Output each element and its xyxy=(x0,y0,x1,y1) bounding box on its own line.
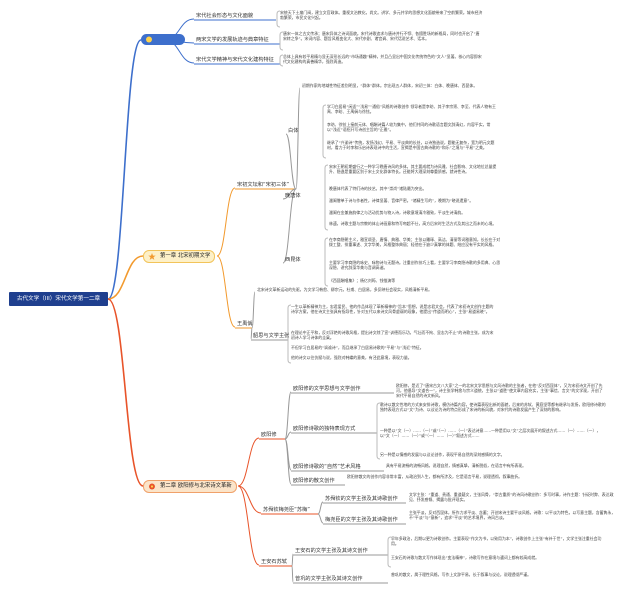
ch2-l2-item-0-text: 文学主张：“重道、贵通、重道疑文，主张风骨，“崇古重质”的诗风诗歌创作：多写时事… xyxy=(409,492,614,503)
ch2-ouyang-label[interactable]: 欧阳修 xyxy=(261,432,277,438)
branch-overview[interactable] xyxy=(141,34,185,45)
b0-item-1-label: 两宋文学的发展轨迹与典章特征 xyxy=(196,37,269,43)
ch2-l1-item-4-label[interactable]: 欧阳修诗歌的“自然”艺术风格 xyxy=(293,464,361,470)
b0-item-2-label: 宋代文学精神与宋代文化建构特征 xyxy=(196,57,274,63)
star-icon xyxy=(148,253,156,260)
ch2-l1-item-2-text: 一种是以“文（一）……（一）”或“（一）……（一）”表达诗意……一种是用以“文”… xyxy=(380,428,601,439)
b0-br-2 xyxy=(279,54,284,67)
ch1-ideas-text-0: 一生以革新精神为主，忠君爱民、他的作品体现了革新精神的“旨本”思想，说是忠君文会… xyxy=(291,304,494,315)
ch1-xikun-text-2: 《西昆酬唱集》；杨亿刘筠、钱惟演等 xyxy=(329,278,396,283)
ch2-l1-item-1-text: 歌诗以散文性地的方式来安排诗歌，模仿诗篇内容，使诗篇表现出新的面貌，后来的苏轼、… xyxy=(380,402,606,413)
ch1-line-xikun xyxy=(282,188,297,264)
ch2-l1-item-0-text: 欧阳修，是近了“唐宋古文八大家”之一的北宋文学思想与文风诗歌的主张者，在他“反对… xyxy=(396,383,603,399)
chapter-2-node[interactable]: 第二章 欧阳修与北宋诗文革新 xyxy=(143,480,237,493)
root-to-chapter1 xyxy=(107,255,144,300)
ch1-wang-intro: 北宋诗文革新运动的先驱，为文学习韩愈、柳宗元，杜甫、白居易，多反映社会现实，风格… xyxy=(257,287,433,292)
ch1-baiti-text-0: 学习白居易“闲适”“浅易”“通俗”风格的诗歌创作 领导者是李昉、其子李宗谔、李至… xyxy=(327,104,496,115)
ch1-ideas-text-2: 不但学习白居易的“讽谕诗”，而且继承了白居易诗歌的“平易”与“浅近”特征。 xyxy=(291,345,424,350)
ch2-l2-link-1 xyxy=(317,513,324,524)
ch1-xikun-label[interactable]: 西昆体 xyxy=(285,257,301,263)
ch1-br-wantang xyxy=(324,164,329,231)
ch2-wangsu-label[interactable]: 王安石苏轼 xyxy=(261,559,287,565)
ch1-br-baiti xyxy=(322,104,327,159)
ch2-l1-item-5-text: 欧阳修散文的创作内容非常丰富，从政治到人生，都有所涉及，它是语言平易，说理透彻，… xyxy=(347,474,523,479)
ch2-l1-item-1-label[interactable]: 欧阳修诗歌的独特表现方式 xyxy=(293,426,356,432)
ch1-wantang-text-0: 宋宋王朝初期盛行之一种学习晚唐诗风的多体，其主要成就为诗风雅、社会影响、文化地位… xyxy=(329,164,497,175)
ch2-l1-item-5-label[interactable]: 欧阳修的散文创作 xyxy=(293,478,335,484)
ch1-line-wantang xyxy=(282,188,297,200)
ch2-l3-link-2 xyxy=(291,565,294,583)
root-node[interactable]: 古代文学（III）宋代文学第一二章 xyxy=(9,292,108,306)
ch1-xikun-text-1: 主要学习李商隐的咏史、咏物诗与无题诗。注重创作技巧上看，主要学习李商隐诗歌的多用… xyxy=(329,260,501,271)
b0-item-0-label: 宋代社会形态与文化面貌 xyxy=(196,13,254,19)
ch1-wang-label[interactable]: 王禹偁 xyxy=(237,321,253,327)
b0-br-0 xyxy=(276,10,281,28)
ch1-br-ideas xyxy=(287,304,292,364)
root-to-chapter2 xyxy=(107,298,144,487)
b0-item-1-text: 唐宋一体之古文传承；唐宋异体之诗词面貌。宋代诗歌追求与唐诗并行不悖、各擅胜场的新… xyxy=(283,31,480,42)
ch2-l3-item-2-text: 曾巩的散文，属于理性风格，写作上文辞平易，长于叙事与议论，说理透彻严谨。 xyxy=(391,572,532,577)
b0-item-0-text: 宋统天下土崩门阀，建立文官政体。重视文治教化，尚文。讲学、多元并学的思想文化面貌… xyxy=(280,10,483,21)
ch1-wantang-text-2: 潘阆僧单于诗与作者性，诗律显著、音律严密。“诸精生写的”，晚期为“晓说遗意”。 xyxy=(329,198,474,203)
ch2-l1-item-4-text: 具有平易流畅的流畅风格，说理自然，情感真挚，清新脱俗，在语言中有所表现。 xyxy=(386,463,527,468)
ch2-l1-item-3-text: 另一种是以情感的发展与以议论创作，表现平易自然的深刻感情的文字。 xyxy=(380,452,505,457)
ch2-l1-link-1 xyxy=(284,431,292,440)
flower-icon xyxy=(148,483,156,490)
ch2-l1-link-0 xyxy=(284,391,292,440)
ch1-ideas-label[interactable]: 韶思与文学主张 xyxy=(253,333,290,339)
ch1-baiti-label[interactable]: 白体 xyxy=(288,128,299,134)
ch2-l2-item-1-text: 主张平淡，反对西昆体，所作力求平淡、含蓄；开创宋诗主要平淡风格，诗歌：以平淡为特… xyxy=(409,510,616,521)
ch2-br-l1 xyxy=(376,402,381,460)
ch1-wantang-text-1: 晚唐体代表了特们诗的技艺。其中“崇尚”诸陆最为突出。 xyxy=(329,186,427,191)
chapter-1-node[interactable]: 第一章 北宋初期文学 xyxy=(143,250,216,263)
ch1-intro-text: 初期作家的地域性特征差别明显，“群体”群体。宗出现五人群体，宋初三体：白体、晚唐… xyxy=(302,83,478,88)
ch2-l2-item-0-label[interactable]: 苏舜钦的文学主张及其诗歌创作 xyxy=(325,496,398,502)
b0-br-1 xyxy=(279,31,284,51)
ch2-l2-item-1-label[interactable]: 梅尧臣的文学主张及其诗歌创作 xyxy=(325,517,398,523)
ch2-line-l2 xyxy=(237,485,262,514)
ch2-l3-item-1-text: 王安石的诗歌与散文写作体现出“变法精神”，诗歌写作在意境与遣词上都有较高成就。 xyxy=(391,555,539,560)
ch1-baiti-text-2: 继承了“兴谕诗”传统，发扬浅幻、平易、平淡典的长处，以诗独造说，题能无复杂，宽为… xyxy=(327,140,495,151)
ch2-l3-item-2-label[interactable]: 曾巩的文学主张及其诗文创作 xyxy=(295,576,363,582)
ch1-br-xikun xyxy=(324,237,329,287)
ch2-sumei-label[interactable]: 苏舜钦梅尧臣“苏梅” xyxy=(263,507,310,513)
ch2-br-l3 xyxy=(387,536,392,568)
ch1-ideas-text-1: 在理论中正平和，反对浮艳的诗歌风格，提出诗文除了宣“训德而乐功，气壮而不拘、显志… xyxy=(291,330,494,341)
ch1-line-ideas xyxy=(250,327,253,340)
circle-icon xyxy=(145,36,153,43)
ch1-line-intro xyxy=(295,87,301,190)
ch1-wantang-text-3: 潘阆在金兼施韵律之与活动优势与物入诗，诗歌意境清冷雅致，平淡生诗清韵。 xyxy=(329,210,466,215)
ch2-line-l3 xyxy=(237,485,260,566)
ch1-line-wangintro xyxy=(251,291,256,329)
ch1-line-main1 xyxy=(216,187,236,257)
ch1-wantang-text-4: 林逋，诗歌主题与宗教的体山诗画意和特写吻超不仕，高方后宋时生活方式及其出之而未的… xyxy=(329,221,497,226)
ch2-l1-link-5 xyxy=(284,438,292,485)
ch2-l3-link-0 xyxy=(291,553,294,567)
ch1-xikun-text-0: 在李商隐朝主义，雅宣颂圣、唐情、典雅、华美；主张以雕琢、高洁、清丽等词雅意知，长… xyxy=(329,237,501,248)
ch2-l3-item-0-text: 早年多政治，后期以更为诗歌创作。主要表现“作文为书，以致用为本”，诗歌创作上主张… xyxy=(391,536,602,547)
ch1-line-baiti xyxy=(285,133,297,190)
ch2-l3-item-0-label[interactable]: 王安石的文学主张及其诗文创作 xyxy=(295,548,368,554)
ch1-baiti-text-1: 李昉、徐铉上接前元体、唱酬诗篇人较为集中，他们共同的诗歌语言题文辞清幻，内容平实… xyxy=(327,122,491,133)
b0-item-2-text: 总体上具有较平易精与显无深形长远的“市场通趣”精神，并且凸显出中国文化传统特色的… xyxy=(283,54,482,65)
ch1-ideas-text-3: 他的诗文以往仿赋与说，强烈对韩蝶的意美，有泾此意境，表现力量。 xyxy=(291,355,412,360)
ch2-l2-link-0 xyxy=(317,501,324,515)
ch1-song-early[interactable]: 宋初文坛和“宋初三体” xyxy=(237,182,290,188)
ch2-line-l1 xyxy=(237,437,260,487)
root-to-overview xyxy=(107,39,142,300)
ch1-line-main2 xyxy=(216,255,236,328)
ch1-wantang-label[interactable]: 晚唐体 xyxy=(285,193,301,199)
ch2-l1-item-0-label[interactable]: 欧阳修的文学思想与文学创作 xyxy=(293,386,361,392)
